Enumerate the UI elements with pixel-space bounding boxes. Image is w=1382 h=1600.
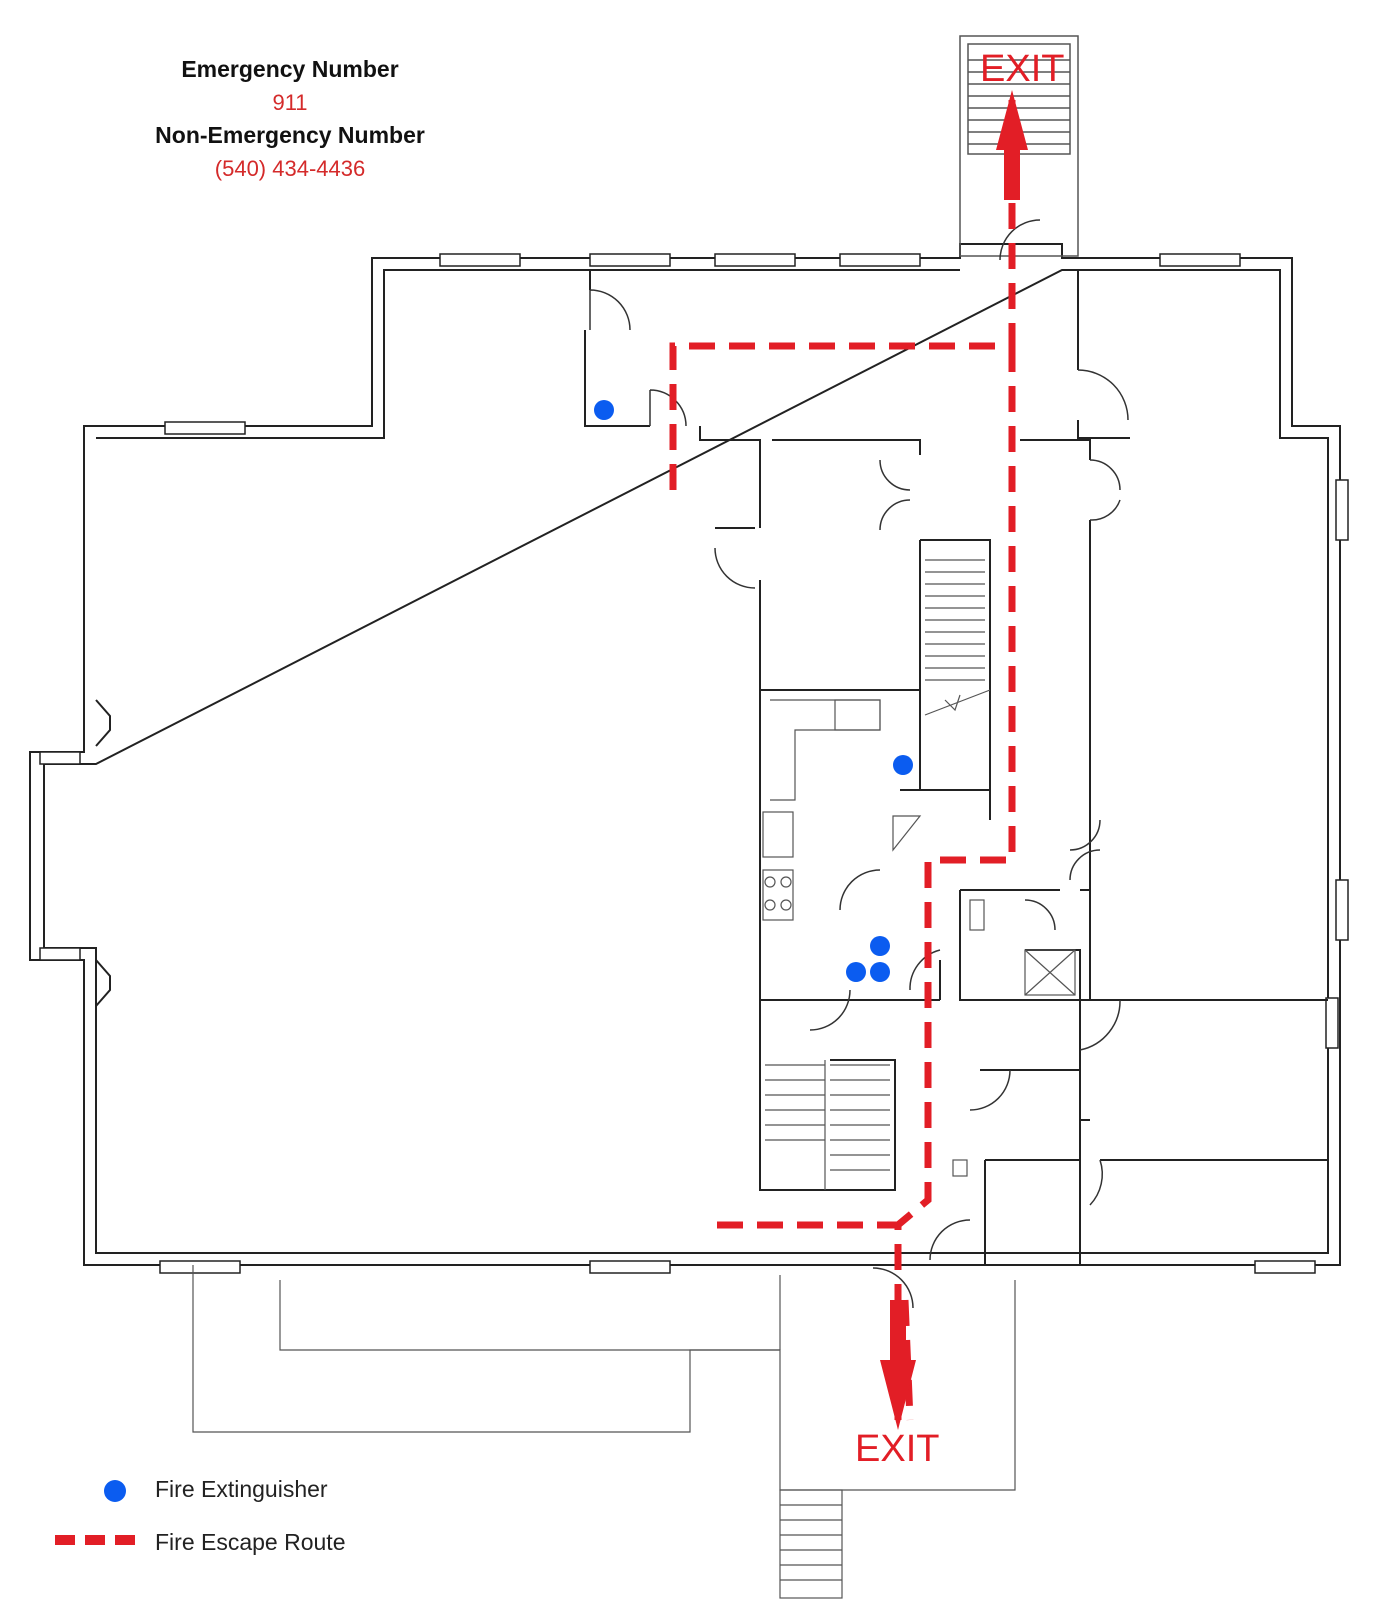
- legend-extinguisher-label: Fire Extinguisher: [155, 1476, 328, 1502]
- non-emergency-label: Non-Emergency Number: [155, 122, 425, 148]
- fire-extinguisher-icon: [846, 962, 866, 982]
- legend-escape-route-icon: [55, 1535, 135, 1545]
- exterior-walls: [29, 243, 1341, 1266]
- fire-extinguisher-icon: [893, 755, 913, 775]
- bottom-exit-label: EXIT: [855, 1428, 940, 1470]
- top-exit-arrow-icon: [996, 90, 1028, 200]
- route-upper: [669, 100, 1016, 490]
- legend-escape-route-label: Fire Escape Route: [155, 1529, 346, 1555]
- escape-route: [669, 100, 1016, 1421]
- emergency-label: Emergency Number: [181, 56, 399, 82]
- fire-extinguisher-icon: [870, 962, 890, 982]
- lower-stair: [765, 1060, 890, 1190]
- route-corridor: [895, 346, 1016, 1228]
- windows: [39, 253, 1349, 1274]
- fire-extinguisher-icon: [594, 400, 614, 420]
- legend-extinguisher-icon: [104, 1480, 126, 1502]
- bottom-exit-arrow-icon: [880, 1300, 916, 1430]
- interior-walls: [384, 269, 1328, 1265]
- non-emergency-number: (540) 434-4436: [214, 156, 366, 181]
- kitchen-fixtures: [762, 699, 1076, 1177]
- fire-extinguisher-icon: [870, 936, 890, 956]
- route-lower: [717, 1221, 902, 1420]
- exit-arrows: [880, 90, 1028, 1430]
- top-exit-label: EXIT: [980, 48, 1065, 90]
- center-stair: [924, 559, 991, 716]
- fire-extinguishers: [594, 400, 913, 982]
- bottom-terrace: [192, 1265, 1016, 1599]
- emergency-number: 911: [272, 90, 308, 115]
- door-swings: [589, 219, 1129, 1309]
